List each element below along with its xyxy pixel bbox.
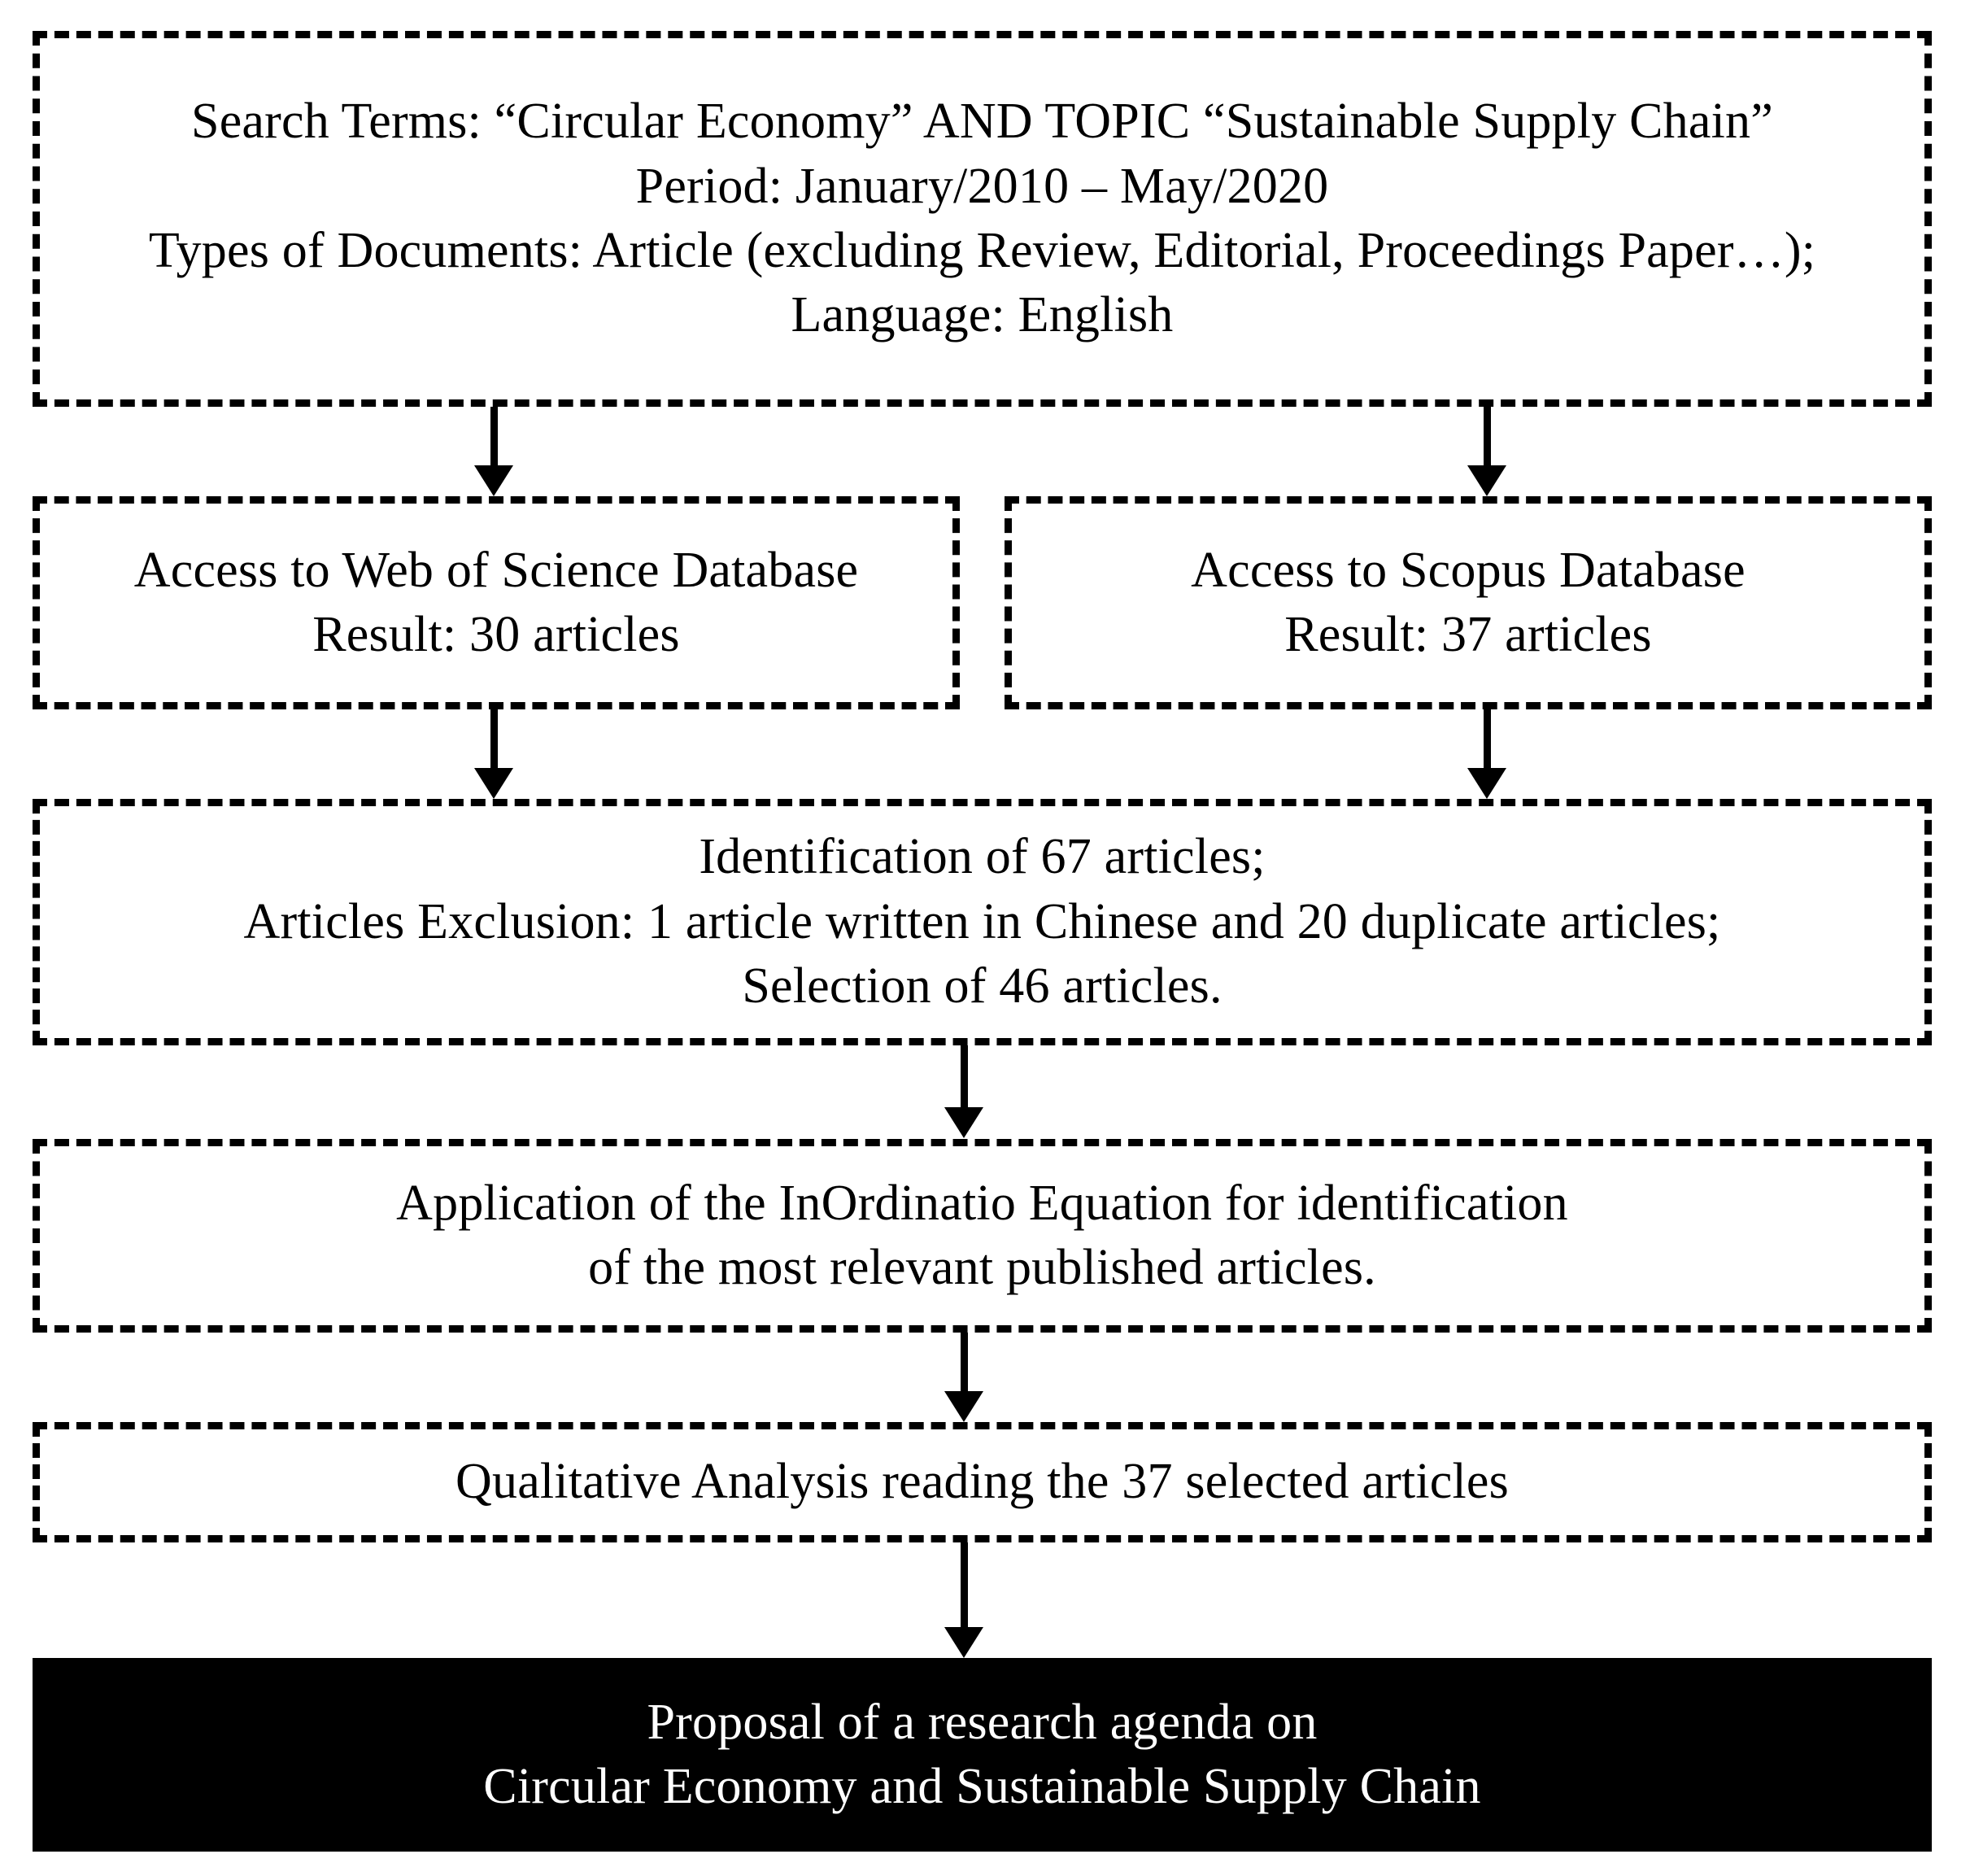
search-criteria-line-2: Period: January/2010 – May/2020 <box>635 158 1329 214</box>
arrow-head-down-arrow-icon <box>944 1627 983 1658</box>
search-criteria-line-3: Types of Documents: Article (excluding R… <box>148 223 1816 278</box>
research-agenda-line-2: Circular Economy and Sustainable Supply … <box>483 1759 1481 1814</box>
arrow-head-down-arrow-icon <box>474 768 513 799</box>
arrow-head-down-arrow-icon <box>474 465 513 496</box>
inordinatio-line-1: Application of the InOrdinatio Equation … <box>396 1175 1568 1231</box>
arrow-head-down-arrow-icon <box>1467 465 1506 496</box>
arrow-shaft <box>1484 709 1491 771</box>
web-of-science-line-1: Access to Web of Science Database <box>133 542 859 598</box>
arrow-shaft <box>490 407 498 469</box>
arrow-shaft <box>490 709 498 771</box>
qualitative-analysis-line-1: Qualitative Analysis reading the 37 sele… <box>455 1454 1509 1510</box>
web-of-science-line-2: Result: 30 articles <box>312 607 680 662</box>
search-criteria-line-1: Search Terms: “Circular Economy” AND TOP… <box>191 94 1773 150</box>
identification-line-1: Identification of 67 articles; <box>699 829 1266 885</box>
identification-line-2: Articles Exclusion: 1 article written in… <box>243 893 1721 949</box>
arrow-shaft <box>961 1542 968 1630</box>
scopus-line-1: Access to Scopus Database <box>1191 542 1746 598</box>
inordinatio-equation-box: Application of the InOrdinatio Equation … <box>33 1139 1932 1333</box>
arrow-head-down-arrow-icon <box>944 1107 983 1138</box>
web-of-science-box: Access to Web of Science Database Result… <box>33 496 960 709</box>
arrow-shaft <box>961 1333 968 1394</box>
research-agenda-line-1: Proposal of a research agenda on <box>647 1694 1318 1750</box>
scopus-box: Access to Scopus Database Result: 37 art… <box>1005 496 1932 709</box>
arrow-head-down-arrow-icon <box>1467 768 1506 799</box>
arrow-head-down-arrow-icon <box>944 1391 983 1422</box>
arrow-shaft <box>961 1045 968 1110</box>
identification-line-3: Selection of 46 articles. <box>742 958 1223 1014</box>
identification-box: Identification of 67 articles; Articles … <box>33 799 1932 1045</box>
search-criteria-box: Search Terms: “Circular Economy” AND TOP… <box>33 31 1932 407</box>
qualitative-analysis-box: Qualitative Analysis reading the 37 sele… <box>33 1422 1932 1542</box>
arrow-shaft <box>1484 407 1491 469</box>
research-agenda-box: Proposal of a research agenda on Circula… <box>33 1658 1932 1852</box>
search-criteria-line-4: Language: English <box>791 287 1174 343</box>
inordinatio-line-2: of the most relevant published articles. <box>588 1240 1376 1295</box>
scopus-line-2: Result: 37 articles <box>1284 607 1652 662</box>
